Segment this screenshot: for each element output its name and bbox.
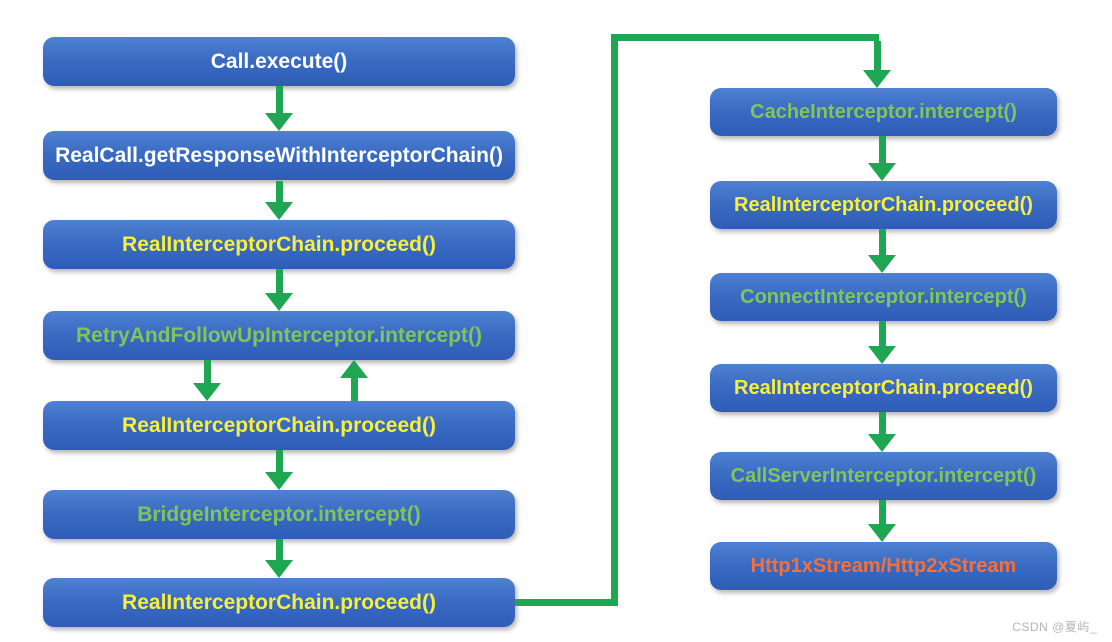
- node-get-response-with-interceptor-chain: RealCall.getResponseWithInterceptorChain…: [43, 131, 515, 180]
- node-label: CallServerInterceptor.intercept(): [730, 464, 1037, 487]
- arrow-up-icon: [340, 360, 368, 401]
- arrow-down-icon: [265, 181, 293, 220]
- node-retry-and-follow-up-interceptor: RetryAndFollowUpInterceptor.intercept(): [43, 311, 515, 360]
- arrow-down-icon: [265, 539, 293, 578]
- node-bridge-interceptor: BridgeInterceptor.intercept(): [43, 490, 515, 539]
- node-chain-proceed-5: RealInterceptorChain.proceed(): [710, 364, 1057, 412]
- node-http-stream: Http1xStream/Http2xStream: [710, 542, 1057, 590]
- node-label: RealCall.getResponseWithInterceptorChain…: [55, 143, 503, 167]
- node-chain-proceed-2: RealInterceptorChain.proceed(): [43, 401, 515, 450]
- node-label: RetryAndFollowUpInterceptor.intercept(): [75, 323, 483, 347]
- arrow-down-icon: [265, 450, 293, 490]
- node-label: Call.execute(): [210, 49, 348, 73]
- node-call-execute: Call.execute(): [43, 37, 515, 86]
- node-label: RealInterceptorChain.proceed(): [122, 232, 436, 256]
- node-label: BridgeInterceptor.intercept(): [137, 502, 421, 526]
- node-label: RealInterceptorChain.proceed(): [122, 413, 436, 437]
- node-connect-interceptor: ConnectInterceptor.intercept(): [710, 273, 1057, 321]
- node-label: RealInterceptorChain.proceed(): [122, 590, 436, 614]
- watermark: CSDN @夏屿_: [1012, 620, 1097, 634]
- connector-arrow-down-icon: [863, 41, 891, 88]
- arrow-down-icon: [868, 136, 896, 181]
- arrow-down-icon: [868, 500, 896, 542]
- node-chain-proceed-4: RealInterceptorChain.proceed(): [710, 181, 1057, 229]
- node-call-server-interceptor: CallServerInterceptor.intercept(): [710, 452, 1057, 500]
- node-chain-proceed-1: RealInterceptorChain.proceed(): [43, 220, 515, 269]
- node-label: ConnectInterceptor.intercept(): [740, 285, 1027, 308]
- node-label: RealInterceptorChain.proceed(): [734, 376, 1033, 399]
- arrow-down-icon: [868, 412, 896, 452]
- node-label: Http1xStream/Http2xStream: [750, 554, 1017, 577]
- connector-bottom-segment: [515, 599, 618, 606]
- arrow-down-icon: [265, 269, 293, 311]
- connector-top-segment: [611, 34, 879, 41]
- node-label: RealInterceptorChain.proceed(): [734, 193, 1033, 216]
- connector-vertical-segment: [611, 34, 618, 606]
- arrow-down-icon: [868, 321, 896, 364]
- node-label: CacheInterceptor.intercept(): [750, 100, 1017, 123]
- node-chain-proceed-3: RealInterceptorChain.proceed(): [43, 578, 515, 627]
- arrow-down-icon: [868, 229, 896, 273]
- node-cache-interceptor: CacheInterceptor.intercept(): [710, 88, 1057, 136]
- arrow-down-icon: [265, 86, 293, 131]
- arrow-down-icon: [193, 360, 221, 401]
